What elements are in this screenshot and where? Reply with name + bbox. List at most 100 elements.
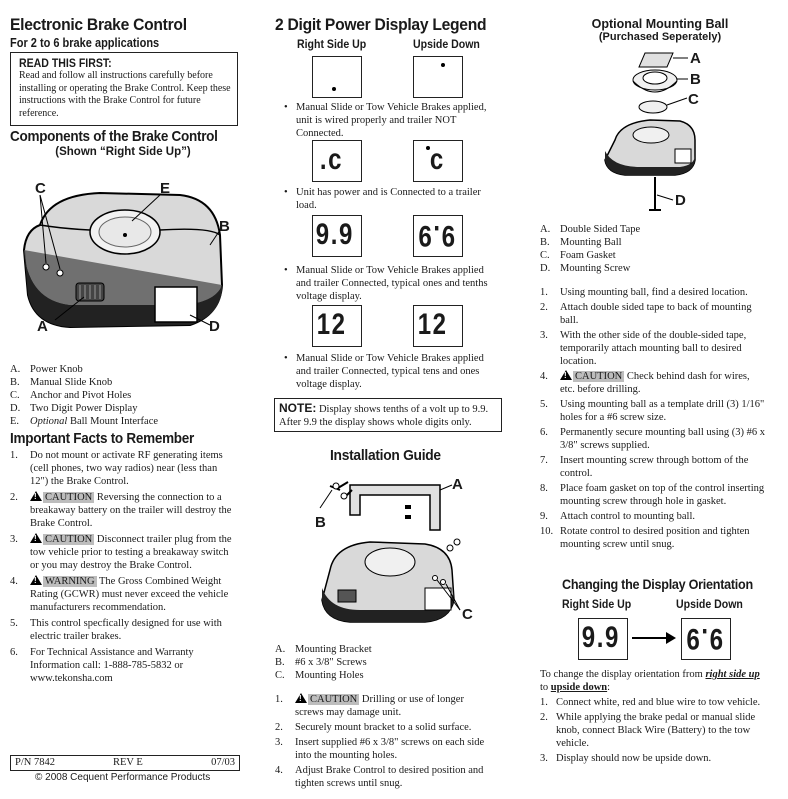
legend-right-side-up: Right Side Up	[297, 37, 367, 51]
list-item: 4.WARNING The Gross Combined Weight Rati…	[10, 575, 236, 614]
ball-label-d: D	[675, 192, 686, 209]
orient-steps-list: 1.Connect white, red and blue wire to to…	[540, 696, 765, 767]
list-item: A.Power Knob	[10, 364, 83, 375]
note-label: NOTE:	[279, 401, 317, 415]
legend-bullet-2: Unit has power and is Connected to a tra…	[284, 186, 499, 212]
components-heading: Components of the Brake Control	[10, 128, 218, 145]
read-first-text: Read and follow all instructions careful…	[19, 70, 231, 119]
list-item: 3.With the other side of the double-side…	[540, 330, 747, 367]
list-item: B.Mounting Ball	[540, 237, 622, 248]
lcd-right	[312, 56, 362, 98]
list-item: D.Mounting Screw	[540, 263, 631, 274]
list-item: B.Manual Slide Knob	[10, 377, 113, 388]
list-item: B.#6 x 3/8" Screws	[275, 657, 367, 668]
ball-label-a: A	[690, 50, 701, 67]
revision: REV E	[113, 757, 143, 768]
list-item: 3.CAUTION Disconnect trailer plug from t…	[10, 533, 236, 572]
list-item: 7.Insert mounting screw through bottom o…	[540, 455, 749, 479]
orient-upside-down: Upside Down	[676, 597, 743, 611]
ball-label-b: B	[690, 71, 701, 88]
caution-icon	[30, 533, 42, 543]
list-item: 2.While applying the brake pedal or manu…	[540, 712, 756, 749]
components-list: A.Power Knob B.Manual Slide Knob C.Ancho…	[10, 363, 238, 428]
legend-bullet-4: Manual Slide or Tow Vehicle Brakes appli…	[284, 352, 499, 391]
install-label-b: B	[315, 514, 326, 531]
diagram-label-e: E	[160, 180, 171, 197]
warning-icon	[30, 575, 42, 585]
ball-parts-list: A.Double Sided Tape B.Mounting Ball C.Fo…	[540, 223, 770, 275]
caution-icon	[560, 370, 572, 380]
install-steps-list: 1.CAUTION Drilling or use of longer scre…	[275, 693, 495, 792]
list-item: 1.CAUTION Drilling or use of longer scre…	[275, 693, 495, 719]
note-text: Display shows tenths of a volt up to 9.9…	[279, 404, 489, 428]
footer-date: 07/03	[211, 757, 235, 768]
legend-title: 2 Digit Power Display Legend	[275, 15, 487, 34]
list-item: 1.Do not mount or activate RF generating…	[10, 450, 223, 487]
arrow-right-icon	[632, 632, 676, 644]
lcd-upside: 9.9	[413, 215, 463, 257]
ball-steps-list: 1.Using mounting ball, find a desired lo…	[540, 286, 765, 553]
orient-intro: To change the display orientation from r…	[540, 669, 760, 693]
list-item: A.Mounting Bracket	[275, 644, 372, 655]
facts-list: 1.Do not mount or activate RF generating…	[10, 449, 236, 688]
list-item: 3.Display should now be upside down.	[540, 753, 712, 764]
page-title: Electronic Brake Control	[10, 15, 187, 34]
lcd-upside: 12	[413, 305, 463, 347]
installation-diagram	[319, 481, 461, 623]
legend-bullet-3: Manual Slide or Tow Vehicle Brakes appli…	[284, 264, 499, 303]
list-item: C.Foam Gasket	[540, 250, 616, 261]
list-item: 5.Using mounting ball as a template dril…	[540, 399, 765, 423]
list-item: 3.Insert supplied #6 x 3/8" screws on ea…	[275, 737, 485, 761]
orient-lcd-upside: 9.9	[681, 618, 731, 660]
list-item: 2.CAUTION Reversing the connection to a …	[10, 491, 236, 530]
legend-upside-down: Upside Down	[413, 37, 480, 51]
caution-icon	[30, 491, 42, 501]
list-item: 5.This control specfically designed for …	[10, 618, 222, 642]
orient-title: Changing the Display Orientation	[562, 576, 753, 592]
install-label-c: C	[462, 606, 473, 623]
list-item: 2.Securely mount bracket to a solid surf…	[275, 722, 472, 733]
list-item: 6.Permanently secure mounting ball using…	[540, 427, 766, 451]
list-item: C.Anchor and Pivot Holes	[10, 390, 132, 401]
diagram-label-c: C	[35, 180, 46, 197]
install-parts-list: A.Mounting Bracket B.#6 x 3/8" Screws C.…	[275, 643, 501, 682]
list-item: E.Optional Ball Mount Interface	[10, 416, 159, 427]
caution-icon	[295, 693, 307, 703]
mounting-ball-diagram	[604, 52, 696, 211]
ball-title: Optional Mounting Ball	[591, 17, 729, 31]
list-item: C.Mounting Holes	[275, 670, 364, 681]
install-label-a: A	[452, 476, 463, 493]
components-subheading: (Shown “Right Side Up”)	[55, 146, 191, 158]
legend-bullet-1: Manual Slide or Tow Vehicle Brakes appli…	[284, 101, 499, 140]
diagram-label-a: A	[37, 318, 48, 335]
list-item: D.Two Digit Power Display	[10, 403, 138, 414]
footer-box: P/N 7842 REV E 07/03	[10, 755, 240, 771]
list-item: 1.Connect white, red and blue wire to to…	[540, 697, 761, 708]
lcd-right: 12	[312, 305, 362, 347]
orient-lcd-right: 9.9	[578, 618, 628, 660]
diagram-label-d: D	[209, 318, 220, 335]
facts-heading: Important Facts to Remember	[10, 430, 195, 447]
page-subtitle: For 2 to 6 brake applications	[10, 36, 160, 50]
lcd-right: 9.9	[312, 215, 362, 257]
note-box: NOTE: Display shows tenths of a volt up …	[274, 398, 502, 432]
diagram-label-b: B	[219, 218, 230, 235]
list-item: 9.Attach control to mounting ball.	[540, 511, 696, 522]
list-item: 6.For Technical Assistance and Warranty …	[10, 647, 194, 684]
copyright: © 2008 Cequent Performance Products	[35, 772, 211, 783]
list-item: A.Double Sided Tape	[540, 224, 641, 235]
install-title: Installation Guide	[330, 447, 441, 464]
list-item: 2.Attach double sided tape to back of mo…	[540, 302, 752, 326]
part-number: P/N 7842	[15, 757, 55, 768]
list-item: 8.Place foam gasket on top of the contro…	[540, 483, 765, 507]
ball-subtitle: (Purchased Seperately)	[598, 31, 722, 43]
brake-control-diagram	[22, 191, 224, 329]
list-item: 4.CAUTION Check behind dash for wires, e…	[540, 370, 765, 396]
lcd-right: .c	[312, 140, 362, 182]
lcd-upside	[413, 56, 463, 98]
list-item: 10.Rotate control to desired position an…	[540, 526, 750, 550]
ball-label-c: C	[688, 91, 699, 108]
lcd-upside: c	[413, 140, 463, 182]
orient-right-side-up: Right Side Up	[562, 597, 632, 611]
read-first-heading: READ THIS FIRST:	[19, 56, 112, 70]
